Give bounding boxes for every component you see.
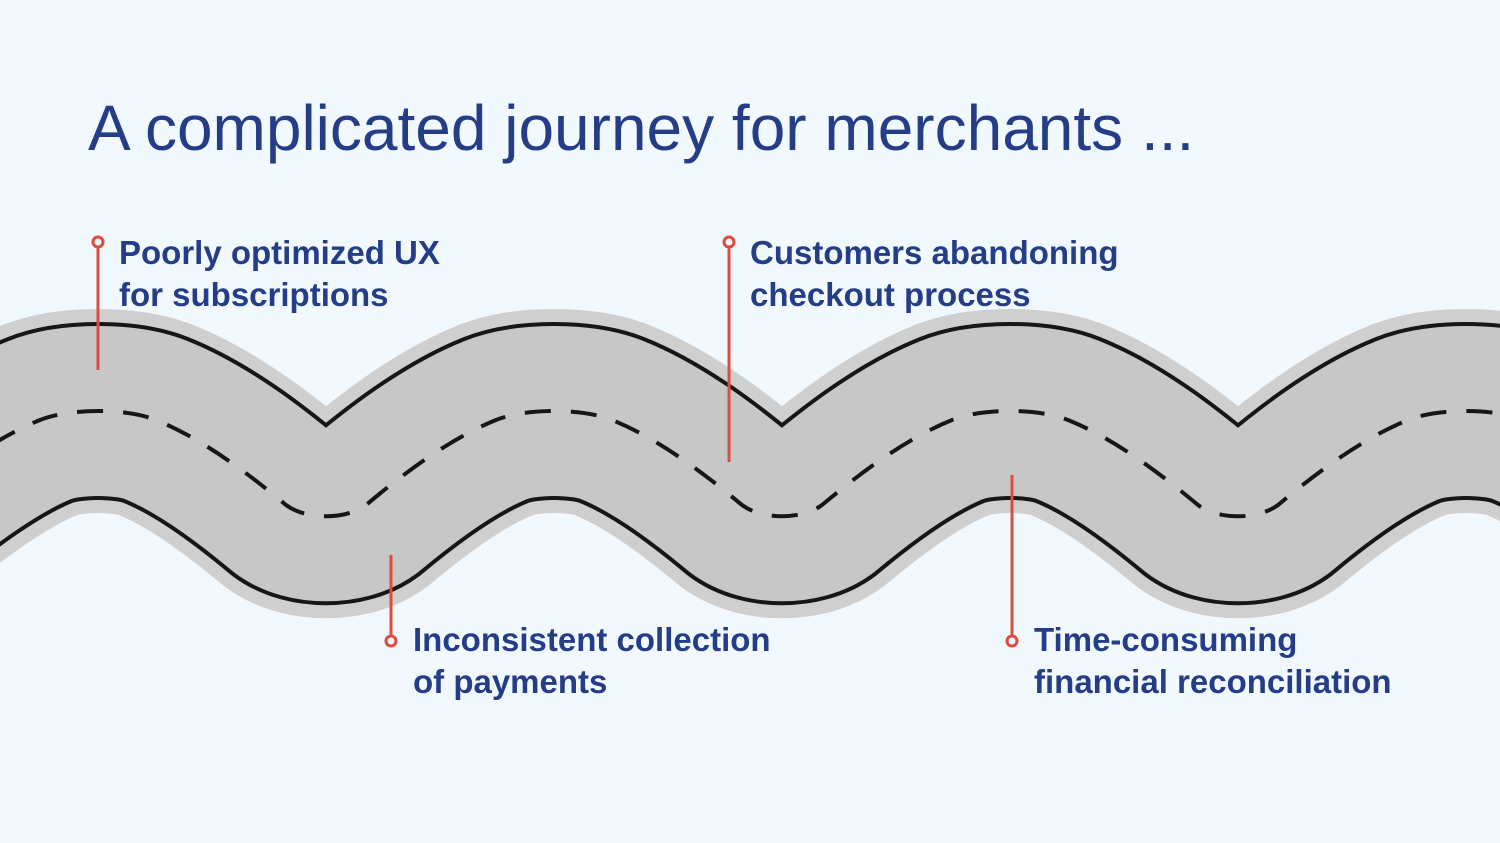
callout-text-line: Time-consuming (1034, 621, 1298, 658)
marker-3 (722, 235, 736, 462)
callout-ux-subscriptions: Poorly optimized UX for subscriptions (119, 232, 440, 316)
marker-4 (1005, 475, 1019, 648)
callout-text-line: of payments (413, 663, 608, 700)
page-title: A complicated journey for merchants ... (88, 92, 1195, 164)
callout-text-line: Inconsistent collection (413, 621, 771, 658)
marker-2 (384, 555, 398, 648)
callout-text-line: for subscriptions (119, 276, 389, 313)
callout-text-line: checkout process (750, 276, 1031, 313)
marker-4-dot (1005, 634, 1019, 648)
marker-1-dot (91, 235, 105, 249)
marker-3-dot (722, 235, 736, 249)
callout-text-line: financial reconciliation (1034, 663, 1392, 700)
callout-financial-reconciliation: Time-consuming financial reconciliation (1034, 619, 1392, 703)
marker-1 (91, 235, 105, 370)
callout-payment-collection: Inconsistent collection of payments (413, 619, 771, 703)
callout-checkout-abandonment: Customers abandoning checkout process (750, 232, 1119, 316)
callout-text-line: Customers abandoning (750, 234, 1119, 271)
marker-2-dot (384, 634, 398, 648)
callout-text-line: Poorly optimized UX (119, 234, 440, 271)
